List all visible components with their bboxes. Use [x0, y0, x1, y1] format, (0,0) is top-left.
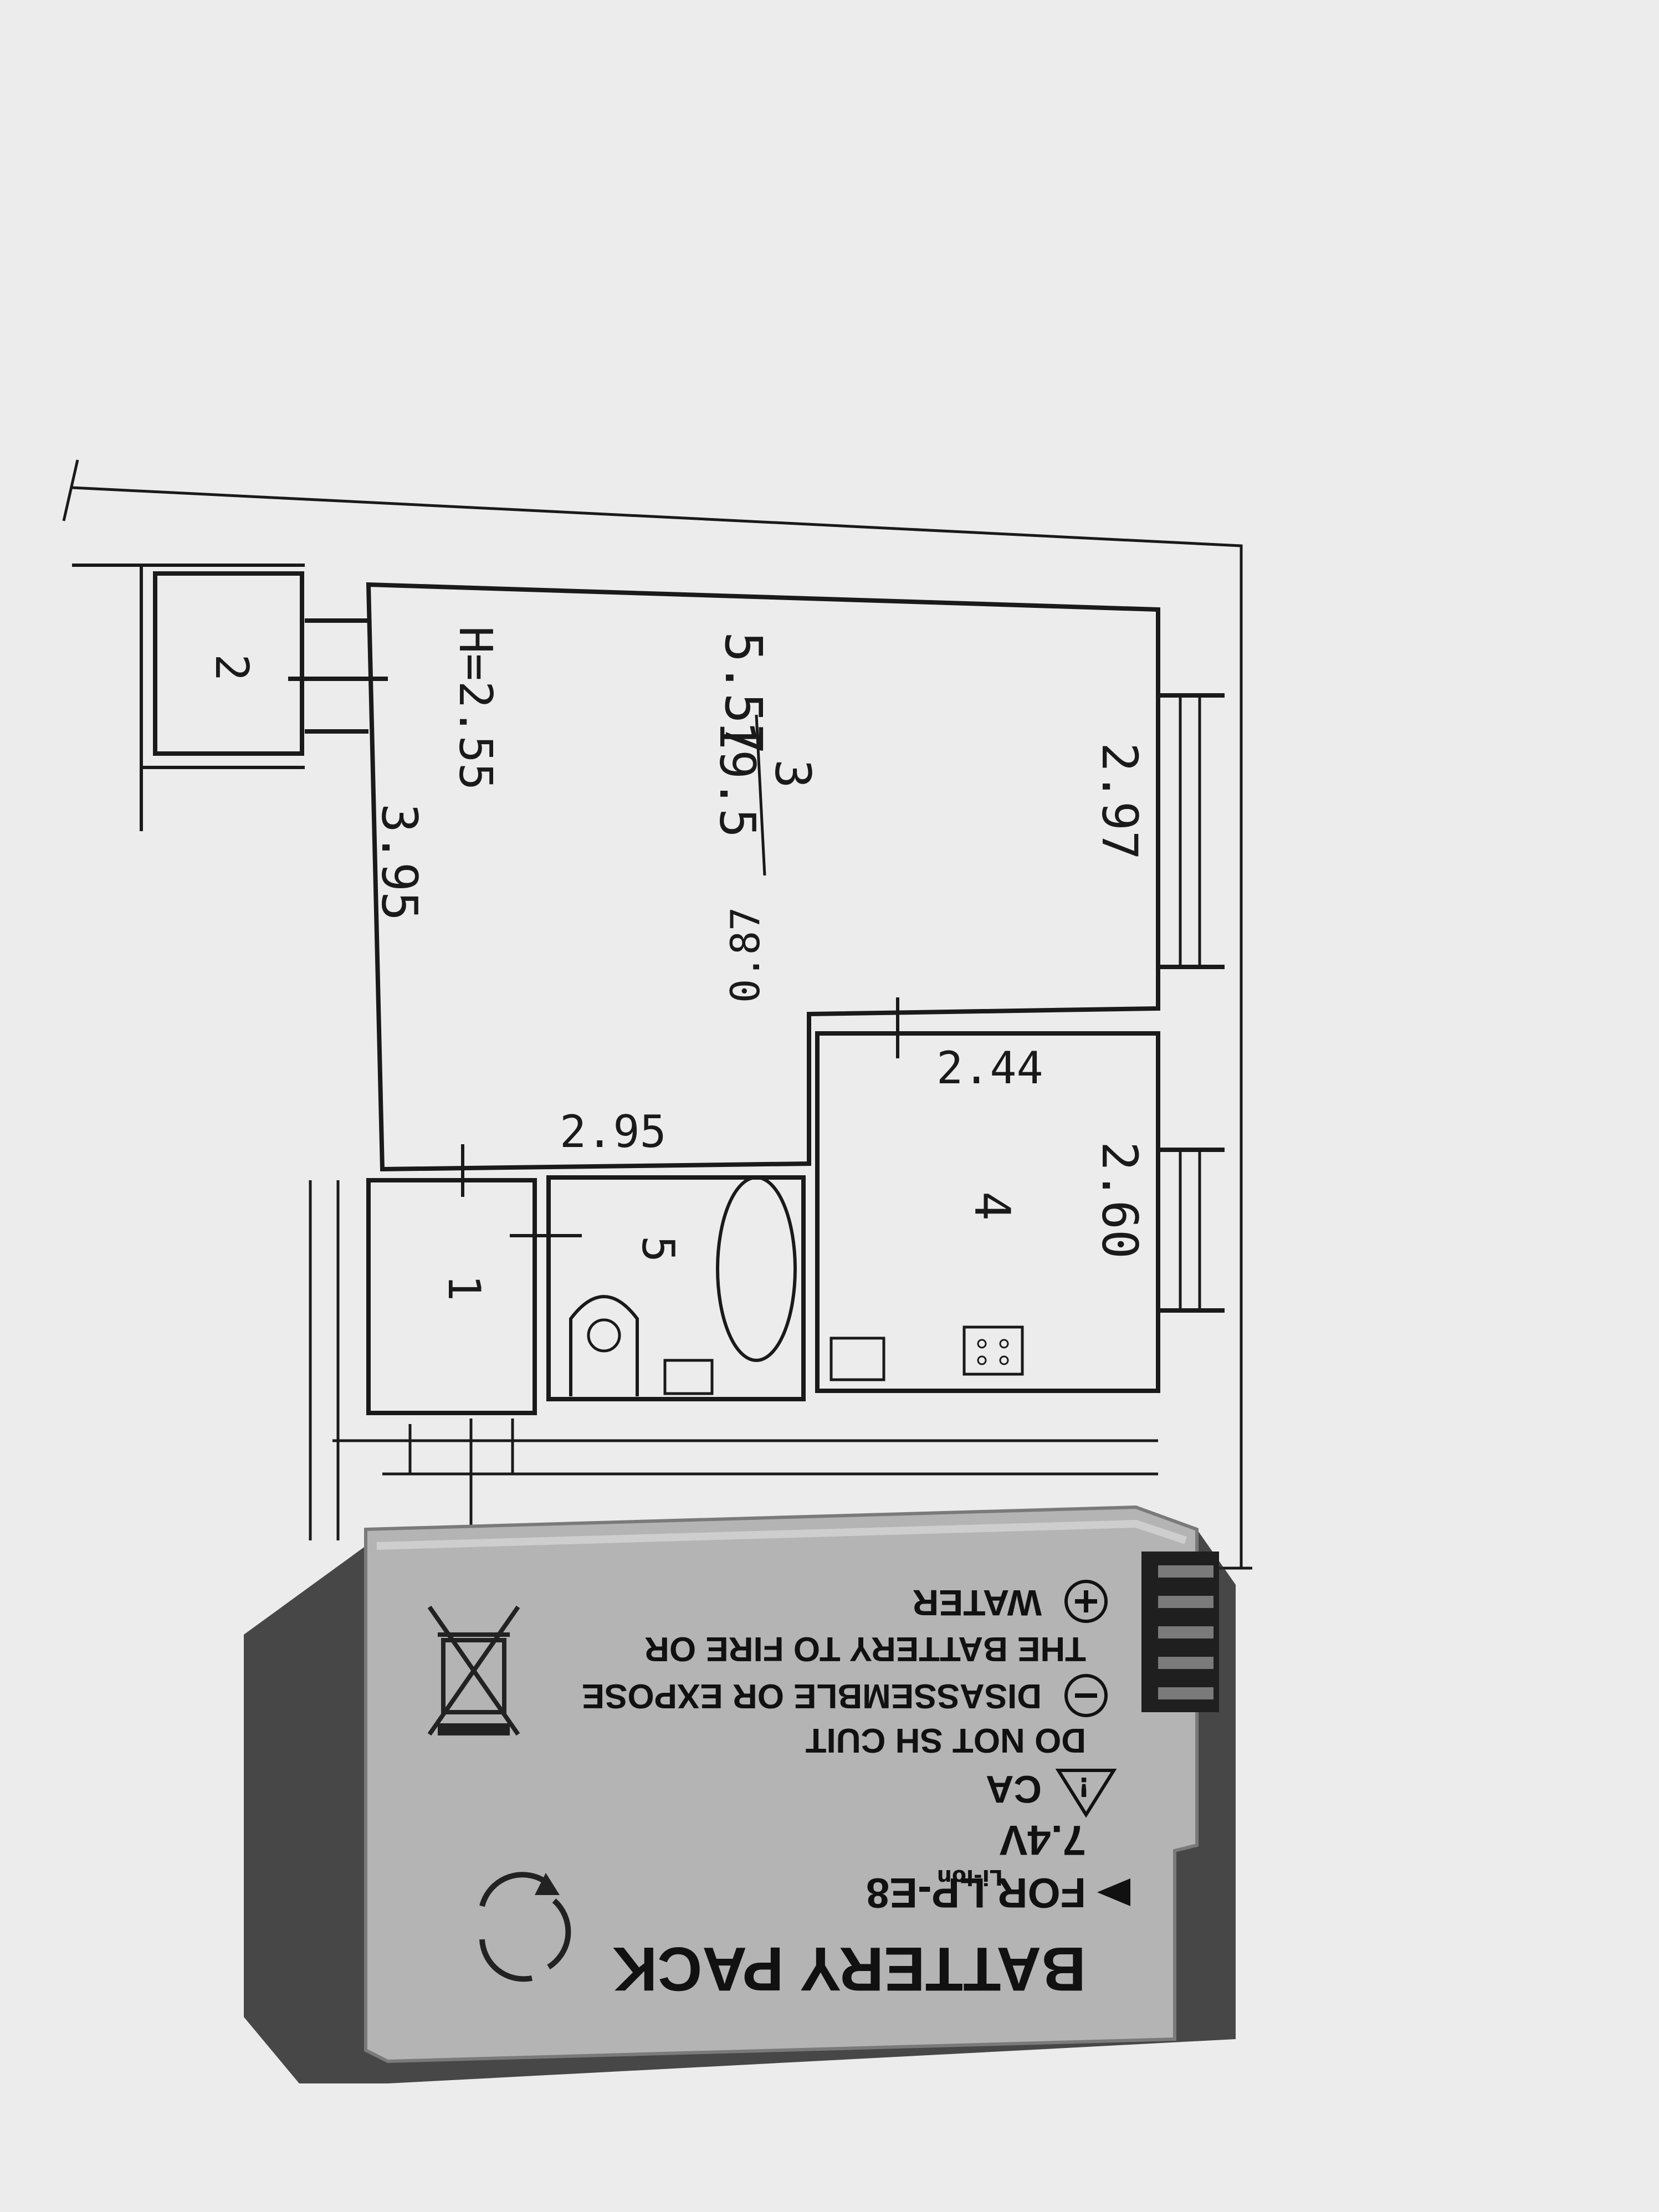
room-5-number: 5 — [632, 1236, 684, 1262]
dimension-small-vertical: 0.87 — [722, 907, 769, 1003]
dimension-right-lower: 2.60 — [1091, 1141, 1148, 1259]
room-4-number: 4 — [964, 1191, 1021, 1221]
dimension-left: 3.95 — [371, 803, 428, 921]
svg-text:!: ! — [1078, 1771, 1090, 1802]
room-2-number: 2 — [205, 654, 258, 681]
room-1-outline — [366, 1178, 537, 1415]
plan-labels: 2 5.57 3 19.5 H=2.55 3.95 2.97 2.95 0.87… — [205, 626, 1148, 1301]
bathtub-icon — [716, 1176, 797, 1362]
battery-title: BATTERY PACK — [612, 1934, 1086, 2004]
warning-icon: ! — [1055, 1769, 1117, 1818]
room-2-outline — [153, 571, 304, 756]
plus-icon — [1064, 1580, 1108, 1623]
warning-line-2: DO NOT SH CUIT — [806, 1721, 1086, 1759]
minus-icon — [1064, 1674, 1108, 1717]
ceiling-height-label: H=2.55 — [449, 626, 501, 790]
crossed-bin-icon — [427, 1605, 520, 1736]
dimension-right-upper: 2.97 — [1091, 743, 1148, 860]
toilet-icon — [569, 1295, 639, 1396]
dimension-kitchen-width: 2.44 — [936, 1042, 1043, 1094]
warning-line-1: CA — [986, 1768, 1042, 1811]
stove-icon — [962, 1325, 1024, 1376]
dimension-bottom-inner: 2.95 — [560, 1106, 667, 1158]
battery-spec: 7.4V — [999, 1816, 1086, 1863]
dimension-top: 5.57 — [714, 632, 773, 755]
battery-model: FOR LP-E8 — [866, 1869, 1086, 1916]
recycle-icon — [479, 1872, 571, 1982]
floor-plan — [62, 459, 1252, 1570]
room-3-number: 3 — [764, 759, 821, 788]
warning-line-5: WATER — [913, 1583, 1042, 1624]
warning-line-4: THE BATTERY TO FIRE OR — [644, 1630, 1086, 1668]
room-4-outline — [815, 1031, 1160, 1393]
battery-body — [364, 1505, 1199, 2063]
room-3-outline — [366, 582, 1160, 1172]
room-1-number: 1 — [438, 1274, 490, 1301]
battery-label: Li-ion BATTERY PACK FOR LP-E8 7.4V CA DO… — [582, 1580, 1130, 2004]
room-3-area: 19.5 — [709, 720, 766, 838]
battery-chem: Li-ion — [937, 1865, 1003, 1890]
room-5-outline — [546, 1175, 806, 1401]
bath-sink-icon — [663, 1359, 714, 1395]
kitchen-sink-icon — [830, 1337, 885, 1381]
play-triangle-icon — [1097, 1878, 1130, 1906]
warning-line-3: DISASSEMBLE OR EXPOSE — [582, 1677, 1042, 1715]
battery-pack — [244, 1505, 1236, 2083]
